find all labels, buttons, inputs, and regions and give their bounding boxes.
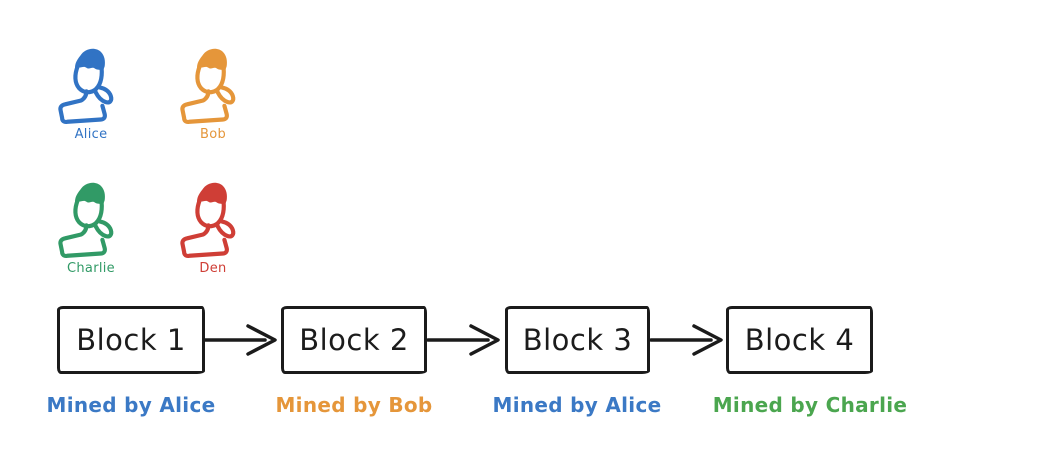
mined-by-label: Mined by Bob — [275, 393, 433, 417]
person-icon — [175, 40, 251, 126]
mined-by-label: Mined by Alice — [492, 393, 662, 417]
block-node-4: Block 4 — [726, 306, 873, 374]
avatar-name-label: Den — [199, 261, 227, 276]
avatar-charlie: Charlie — [48, 174, 134, 276]
block-node-1: Block 1 — [57, 306, 205, 374]
person-icon — [53, 40, 129, 126]
block-node-2: Block 2 — [281, 306, 427, 374]
arrow-connector-icon — [649, 320, 727, 360]
arrow-connector-icon — [426, 320, 504, 360]
avatar-alice: Alice — [48, 40, 134, 142]
avatar-name-label: Alice — [74, 127, 108, 142]
block-label: Block 4 — [744, 323, 855, 357]
person-icon — [175, 174, 251, 260]
arrow-connector-icon — [203, 320, 281, 360]
block-label: Block 2 — [299, 323, 409, 357]
avatar-bob: Bob — [170, 40, 256, 142]
person-icon — [53, 174, 129, 260]
avatar-name-label: Bob — [199, 127, 227, 142]
mined-by-label: Mined by Charlie — [712, 393, 908, 417]
block-node-3: Block 3 — [505, 306, 650, 374]
block-label: Block 3 — [522, 323, 633, 357]
avatar-name-label: Charlie — [67, 261, 115, 276]
avatar-den: Den — [170, 174, 256, 276]
mined-by-label: Mined by Alice — [46, 393, 216, 417]
block-label: Block 1 — [76, 323, 186, 357]
